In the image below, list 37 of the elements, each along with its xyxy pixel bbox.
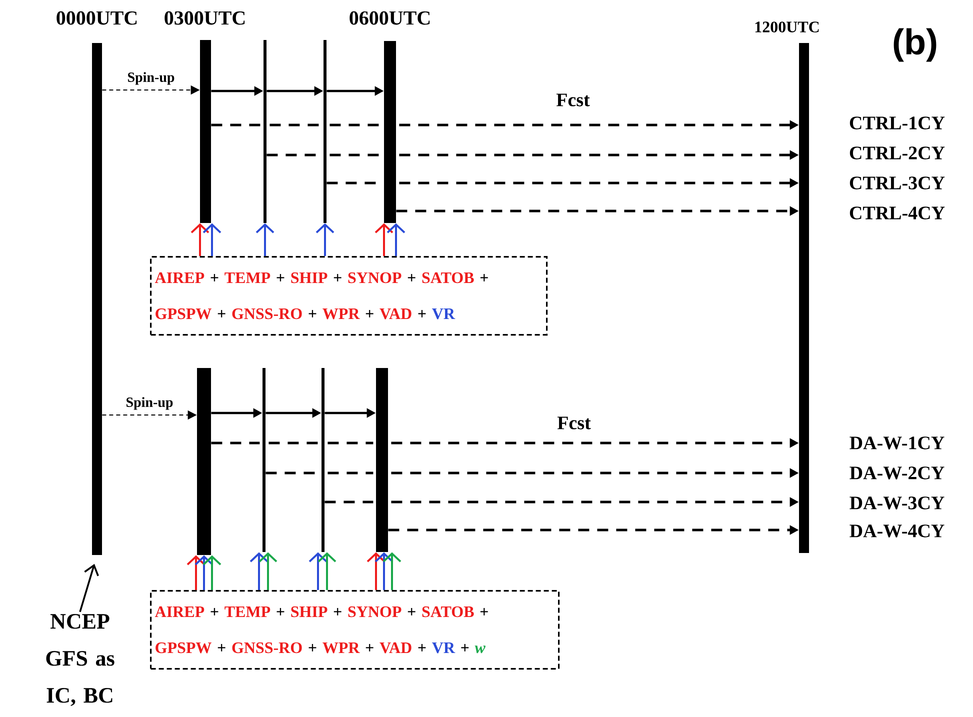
arrow	[202, 223, 222, 256]
arrow	[79, 564, 99, 612]
experiment-label: DA-W-2CY	[850, 466, 944, 480]
arrow	[256, 223, 274, 256]
experiment-label: CTRL-1CY	[850, 116, 945, 130]
arrow	[386, 223, 406, 256]
panel-label: (b)	[894, 28, 936, 62]
edge-label: Spin-up	[124, 396, 174, 411]
arrow	[186, 555, 206, 590]
forecast-label: Fcst	[556, 94, 590, 106]
arrow	[374, 552, 394, 590]
arrow	[308, 552, 328, 590]
experiment-label: DA-W-4CY	[850, 524, 944, 538]
arrow	[318, 552, 336, 590]
experiment-label: DA-W-1CY	[850, 436, 944, 450]
arrow	[316, 223, 334, 256]
experiment-label: CTRL-4CY	[850, 206, 945, 220]
edge-label: Spin-up	[126, 71, 176, 86]
arrow	[194, 555, 214, 590]
experiment-label: CTRL-3CY	[850, 176, 945, 190]
time-label: 1200UTC	[755, 22, 819, 32]
observation-box: AIREP + TEMP + SHIP + SYNOP + SATOB + GPSPW + GNSS-RO + WPR + VAD + VR + w	[150, 590, 560, 670]
arrow	[250, 552, 268, 590]
experiment-label: DA-W-3CY	[850, 496, 944, 510]
time-label: 0300UTC	[164, 11, 245, 25]
experiment-label: CTRL-2CY	[850, 146, 945, 160]
time-label: 0600UTC	[350, 11, 430, 25]
arrow	[258, 552, 278, 590]
arrow	[382, 552, 402, 590]
arrow	[202, 555, 222, 590]
arrow	[366, 552, 386, 590]
observation-box: AIREP + TEMP + SHIP + SYNOP + SATOB + GPSPW + GNSS-RO + WPR + VAD + VR	[150, 256, 548, 336]
source-label: NCEP GFS as IC, BC	[46, 614, 114, 706]
arrow	[374, 223, 394, 256]
forecast-label: Fcst	[557, 416, 591, 430]
arrow	[190, 223, 210, 256]
time-label: 0000UTC	[56, 11, 137, 25]
